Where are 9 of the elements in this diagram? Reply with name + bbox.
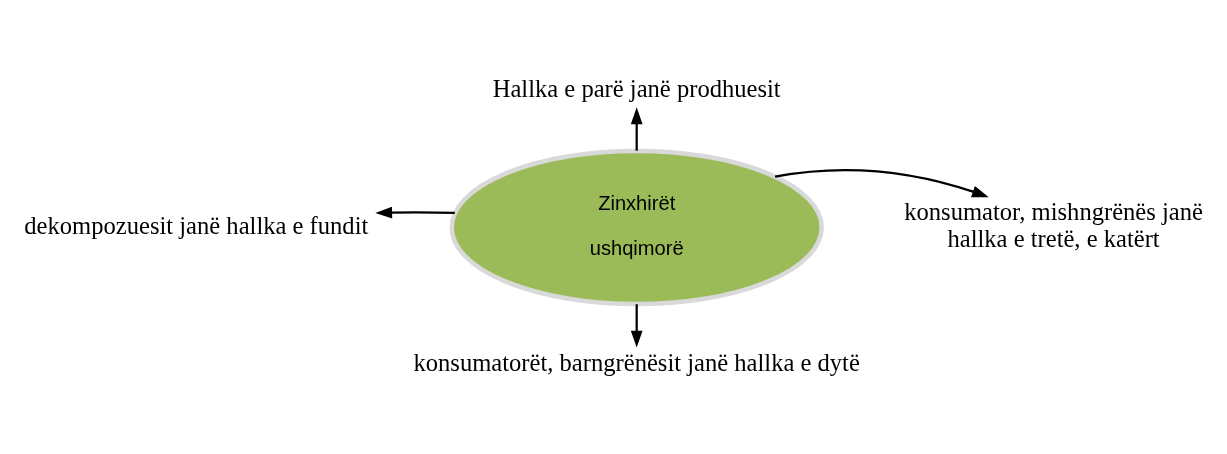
arrow	[630, 303, 643, 348]
arrow	[630, 106, 643, 151]
node-text: konsumatorët, barngrënësit janë hallka e dytë	[413, 348, 860, 376]
node-text: konsumator, mishngrënës janë hallka e tretë, e katërt	[904, 197, 1203, 252]
node-ellipse: Zinxhirët ushqimorë	[449, 148, 824, 306]
arrow	[375, 206, 455, 218]
node-text: Hallka e parë janë prodhuesit	[492, 74, 781, 102]
node-text: dekompozuesit janë hallka e fundit	[24, 211, 369, 239]
arrow	[774, 168, 989, 197]
